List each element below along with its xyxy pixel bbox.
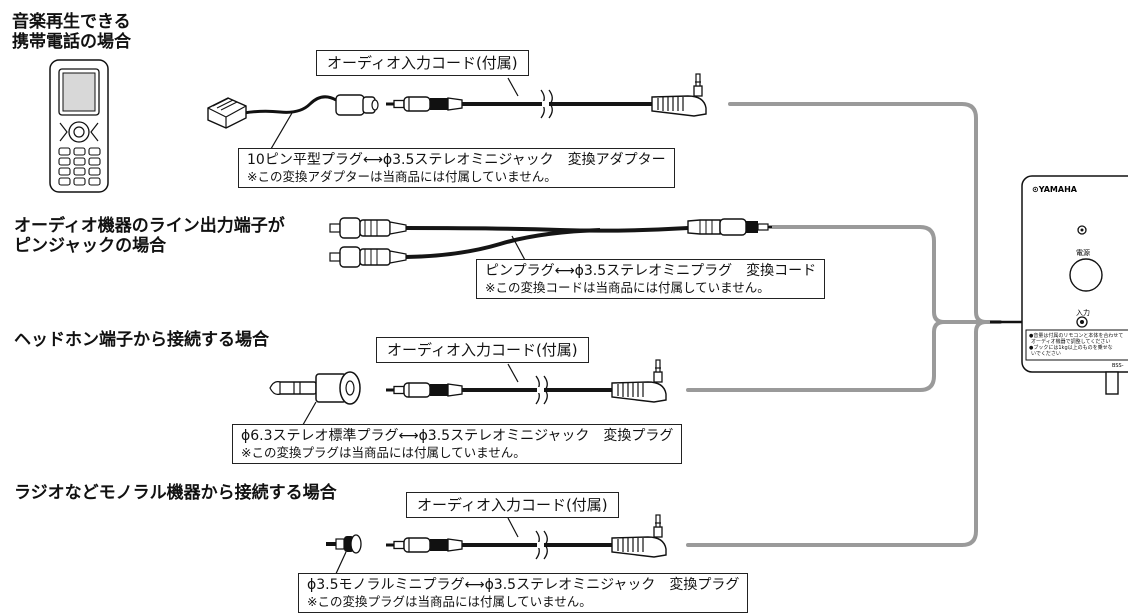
svg-text:●音量は付属のリモコンと本体を合わせて オーディ: ●音量は付属のリモコンと本体を合わせて オーディオ機器で調整してください ●ブッ… bbox=[1029, 332, 1125, 357]
adapter-note-4: ※この変換プラグは当商品には付属していません。 bbox=[307, 594, 592, 609]
adapter-note-2: ※この変換コードは当商品には付属していません。 bbox=[485, 280, 770, 295]
mobile-phone-icon bbox=[49, 59, 109, 193]
stereo-mini-plug-icon bbox=[385, 359, 667, 405]
section-3-title-line-1: ヘッドホン端子から接続する場合 bbox=[14, 330, 269, 350]
adapter-note-3: ※この変換プラグは当商品には付属していません。 bbox=[241, 445, 526, 460]
notice-panel bbox=[1025, 329, 1128, 361]
stereo-mini-plug-icon bbox=[385, 514, 667, 560]
adapter-callout-1: 10ピン平型プラグ⟷ϕ3.5ステレオミニジャック 変換アダプター ※この変換アダ… bbox=[238, 148, 675, 188]
section-3-title: ヘッドホン端子から接続する場合 bbox=[14, 330, 269, 350]
routing-lines bbox=[686, 102, 1002, 547]
section-1-title-line-2: 携帯電話の場合 bbox=[12, 32, 131, 52]
notice-line-3: ●ブックには1kg以上のものを乗せな bbox=[1029, 344, 1113, 351]
standard-plug-adapter-icon bbox=[269, 371, 361, 431]
cord-label-4: オーディオ入力コード(付属) bbox=[406, 492, 619, 518]
adapter-callout-3: ϕ6.3ステレオ標準プラグ⟷ϕ3.5ステレオミニジャック 変換プラグ ※この変換… bbox=[232, 424, 683, 464]
power-knob[interactable] bbox=[1069, 258, 1103, 292]
section-1-title-line-1: 音楽再生できる bbox=[12, 12, 131, 32]
notice-line-1: ●音量は付属のリモコンと本体を合わせて bbox=[1029, 332, 1123, 339]
model-label: BSS- bbox=[1112, 363, 1124, 369]
adapter-callout-2: ピンプラグ⟷ϕ3.5ステレオミニプラグ 変換コード ※この変換コードは当商品には… bbox=[476, 259, 826, 299]
notice-line-2: オーディオ機器で調整してください bbox=[1031, 338, 1110, 345]
mono-mini-plug-icon bbox=[326, 534, 362, 579]
adapter-name-2: ピンプラグ⟷ϕ3.5ステレオミニプラグ 変換コード bbox=[485, 263, 817, 279]
adapter-name-3: ϕ6.3ステレオ標準プラグ⟷ϕ3.5ステレオミニジャック 変換プラグ bbox=[241, 428, 674, 444]
section-2-title-line-2: ピンジャックの場合 bbox=[14, 236, 167, 256]
section-4-title: ラジオなどモノラル機器から接続する場合 bbox=[14, 483, 337, 503]
cord-label-1: オーディオ入力コード(付属) bbox=[316, 50, 529, 76]
power-label: 電源 bbox=[1076, 248, 1090, 257]
adapter-note-1: ※この変換アダプターは当商品には付属していません。 bbox=[247, 169, 557, 184]
cord-label-3: オーディオ入力コード(付属) bbox=[376, 337, 589, 363]
ten-pin-adapter-icon bbox=[207, 94, 379, 129]
adapter-callout-4: ϕ3.5モノラルミニプラグ⟷ϕ3.5ステレオミニジャック 変換プラグ ※この変換… bbox=[298, 573, 749, 613]
adapter-name-4: ϕ3.5モノラルミニプラグ⟷ϕ3.5ステレオミニジャック 変換プラグ bbox=[307, 577, 740, 593]
speaker-brand: ⊙YAMAHA bbox=[1032, 185, 1078, 194]
notice-line-4: いでください bbox=[1031, 350, 1061, 357]
speaker-unit-icon: ⊙YAMAHA 電源 入力 ●音量は付属のリモコンと本体を合わせて オーディオ機… bbox=[1021, 175, 1128, 395]
section-2-title-line-1: オーディオ機器のライン出力端子が bbox=[14, 216, 285, 236]
section-4-title-line-1: ラジオなどモノラル機器から接続する場合 bbox=[14, 483, 337, 503]
rca-plug-icon bbox=[329, 217, 772, 268]
input-label: 入力 bbox=[1076, 308, 1090, 317]
section-1-title: 音楽再生できる 携帯電話の場合 bbox=[12, 12, 131, 52]
section-2-title: オーディオ機器のライン出力端子が ピンジャックの場合 bbox=[14, 216, 285, 256]
route-3 bbox=[686, 320, 946, 392]
route-4 bbox=[686, 320, 988, 547]
adapter-name-1: 10ピン平型プラグ⟷ϕ3.5ステレオミニジャック 変換アダプター bbox=[247, 152, 666, 168]
stereo-mini-plug-icon bbox=[267, 73, 707, 155]
